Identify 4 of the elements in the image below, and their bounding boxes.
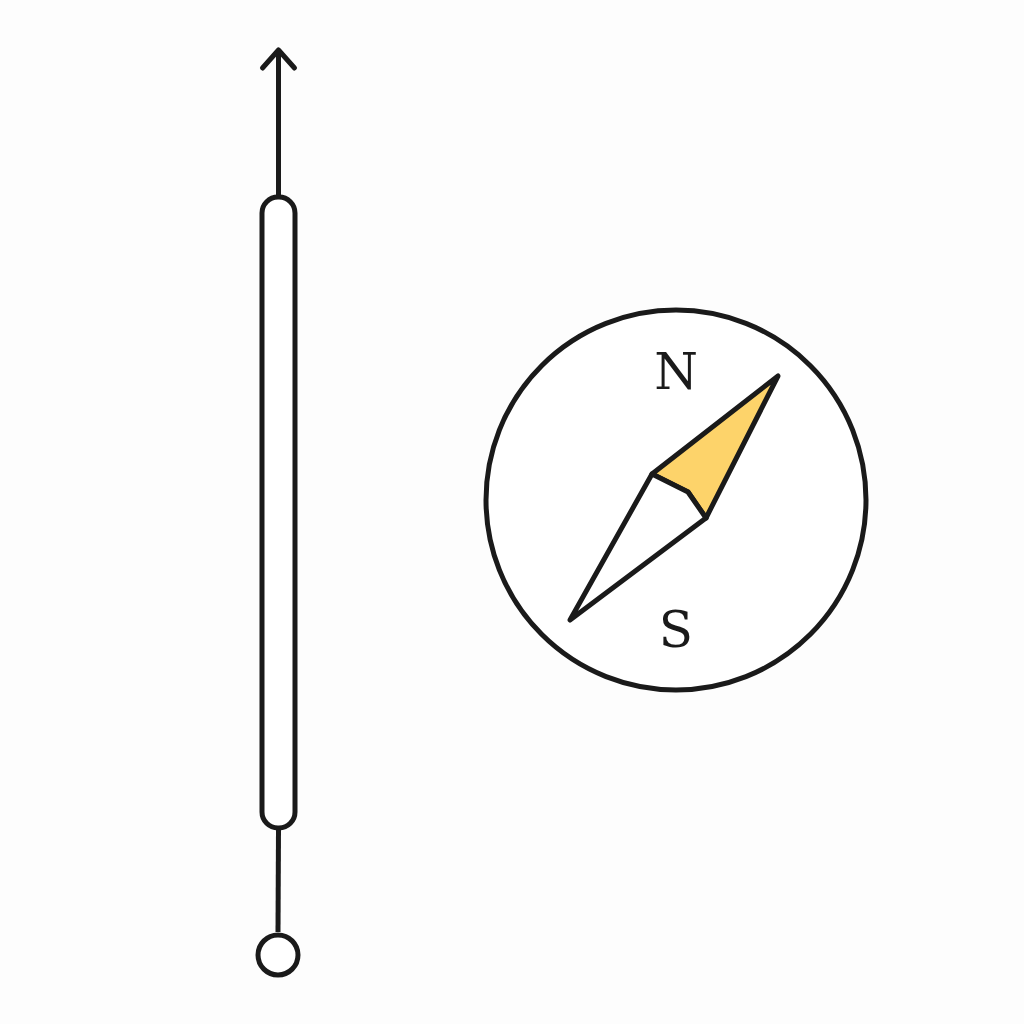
connector-line bbox=[275, 830, 281, 932]
compass-letter: N bbox=[654, 347, 698, 397]
compass-letter: S bbox=[658, 605, 694, 655]
arrow bbox=[260, 47, 297, 195]
